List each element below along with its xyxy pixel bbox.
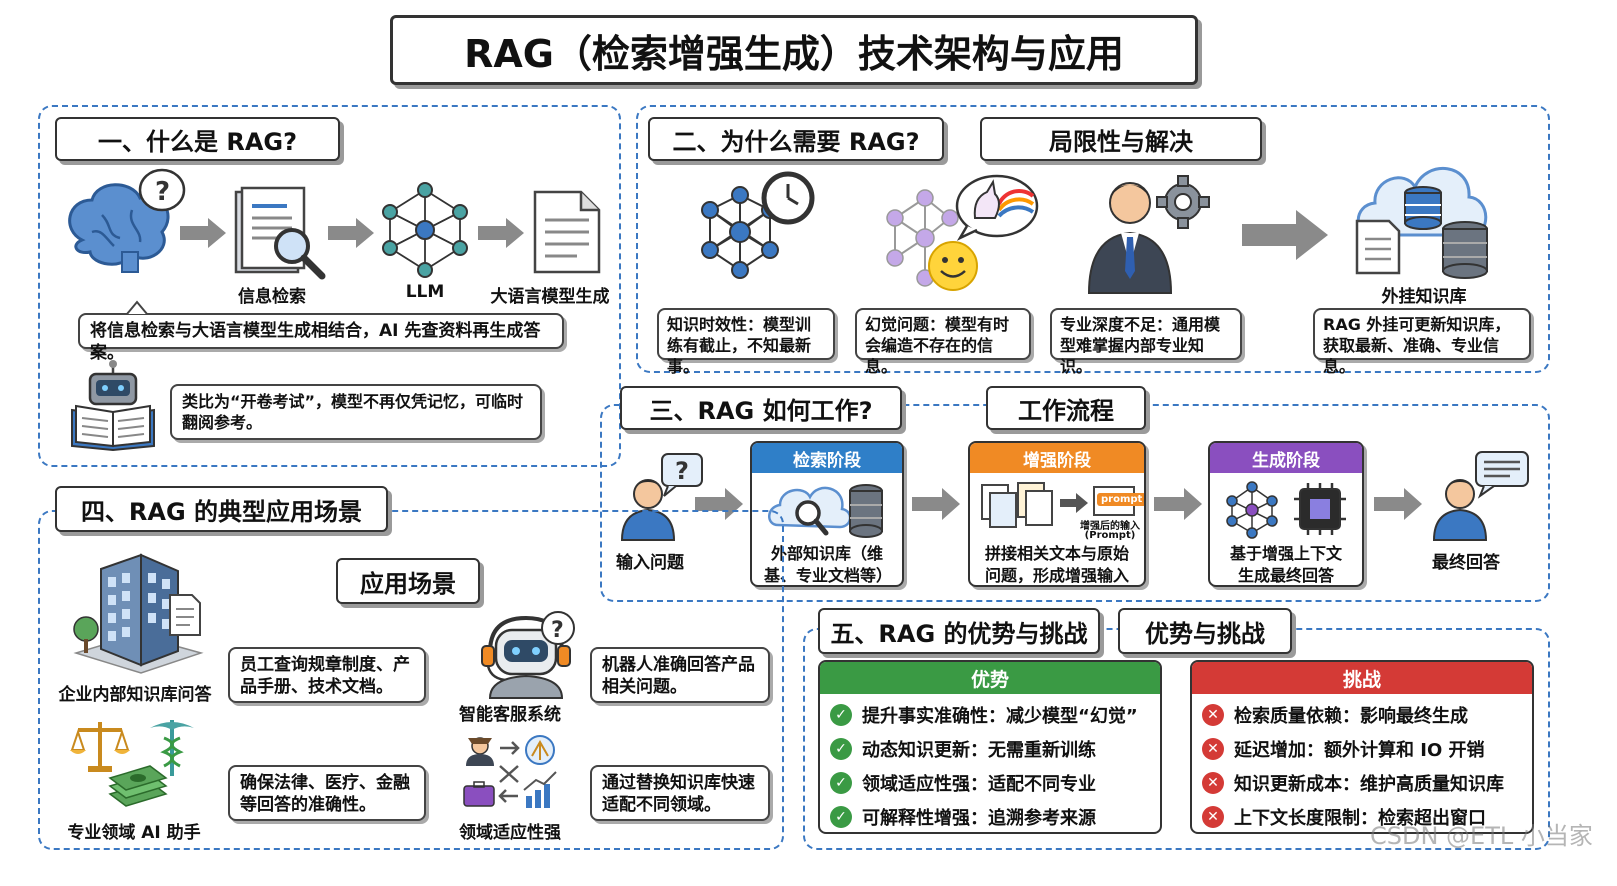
advantages-panel: 优势 ✓提升事实准确性：减少模型“幻觉” ✓动态知识更新：无需重新训练 ✓领域适…	[818, 660, 1162, 834]
scenario-desc-domain-assistant: 确保法律、医疗、金融等回答的准确性。	[228, 765, 426, 821]
user-question-icon: ?	[620, 453, 703, 541]
scenario-desc-adaptation: 通过替换知识库快速适配不同领域。	[590, 765, 770, 821]
robot-headset-icon	[481, 615, 571, 699]
scenario-label-domain-assistant: 专业领域 AI 助手	[67, 823, 201, 843]
svg-text:?: ?	[675, 457, 689, 485]
final-answer-label: 最终回答	[1432, 553, 1500, 573]
stage-generation-text: 基于增强上下文生成最终回答	[1229, 544, 1342, 585]
stage-retrieval-header: 检索阶段	[752, 443, 902, 473]
card-domain-depth: 专业深度不足：通用模型难掌握内部专业知识。	[1050, 308, 1242, 376]
challenges-header: 挑战	[1192, 662, 1532, 694]
stage-generation-header: 生成阶段	[1210, 443, 1362, 473]
arrow-icon	[328, 218, 374, 248]
step-label-retrieval: 信息检索	[238, 287, 306, 307]
office-building-icon	[73, 553, 204, 674]
section3-subheading: 工作流程	[986, 386, 1146, 430]
step-label-llm: LLM	[405, 282, 445, 302]
unicorn-smiley-icon	[886, 174, 1039, 291]
scenario-label-adaptation: 领域适应性强	[459, 823, 561, 843]
analogy-callout: 类比为“开卷考试”，模型不再仅凭记忆，可临时翻阅参考。	[170, 384, 542, 440]
stage-retrieval-text: 外部知识库（维基、专业文档等）	[764, 544, 893, 585]
arrow-icon	[1374, 488, 1422, 520]
advantage-item: ✓领域适应性强：适配不同专业	[820, 766, 1160, 800]
stage-augmentation: 增强阶段 prompt 增强后的输入 (Prompt) 拼接相关文本与原始问题，…	[968, 441, 1146, 587]
section4-frame	[38, 510, 784, 850]
document-search-icon	[234, 186, 326, 280]
check-icon: ✓	[830, 738, 852, 760]
section5-heading: 五、RAG 的优势与挑战	[818, 608, 1100, 654]
challenges-panel: 挑战 ✕检索质量依赖：影响最终生成 ✕延迟增加：额外计算和 IO 开销 ✕知识更…	[1190, 660, 1534, 834]
scenario-desc-customer-service: 机器人准确回答产品相关问题。	[590, 647, 770, 703]
check-icon: ✓	[830, 704, 852, 726]
svg-text:?: ?	[155, 177, 170, 207]
advantage-item: ✓动态知识更新：无需重新训练	[820, 732, 1160, 766]
network-chip-icon	[1226, 481, 1346, 539]
section4-heading: 四、RAG 的典型应用场景	[55, 486, 388, 532]
card-hallucination: 幻觉问题：模型有时会编造不存在的信息。	[855, 308, 1031, 376]
challenge-item: ✕上下文长度限制：检索超出窗口	[1192, 800, 1532, 832]
expert-gear-icon	[1087, 175, 1210, 294]
section4-subheading: 应用场景	[336, 558, 480, 604]
domain-switch-icon	[463, 735, 557, 808]
section5-subheading: 优势与挑战	[1118, 608, 1292, 654]
callout-pointer	[126, 300, 148, 315]
user-answer-icon	[1432, 451, 1529, 541]
section1-heading: 一、什么是 RAG?	[55, 117, 340, 161]
stage-augmentation-header: 增强阶段	[970, 443, 1144, 473]
document-icon	[533, 190, 601, 274]
arrow-icon	[180, 218, 226, 248]
law-medicine-finance-icon	[70, 720, 194, 807]
stage-generation: 生成阶段 基于增强上下文生成最终回答	[1208, 441, 1364, 587]
section2-frame	[636, 105, 1550, 373]
page-title: RAG（检索增强生成）技术架构与应用	[390, 15, 1198, 85]
cross-icon: ✕	[1202, 772, 1224, 794]
cross-icon: ✕	[1202, 704, 1224, 726]
card-rag-solution: RAG 外挂可更新知识库，获取最新、准确、专业信息。	[1313, 308, 1531, 376]
robot-book-icon	[71, 360, 155, 452]
card-timeliness: 知识时效性：模型训练有截止，不知最新事。	[657, 308, 835, 376]
network-clock-icon	[701, 171, 815, 279]
cross-icon: ✕	[1202, 806, 1224, 828]
scenario-label-enterprise: 企业内部知识库问答	[58, 685, 212, 705]
brain-question-icon: ?	[68, 168, 186, 273]
external-kb-label: 外挂知识库	[1381, 287, 1467, 307]
neural-network-icon	[382, 182, 468, 278]
section2-heading: 二、为什么需要 RAG?	[648, 117, 944, 161]
cross-icon: ✕	[1202, 738, 1224, 760]
check-icon: ✓	[830, 772, 852, 794]
arrow-icon	[478, 218, 524, 248]
advantage-item: ✓可解释性增强：追溯参考来源	[820, 800, 1160, 832]
question-bubble-icon: ?	[541, 611, 575, 645]
arrow-icon	[1154, 488, 1202, 520]
cloud-search-icon	[768, 484, 883, 538]
challenge-item: ✕延迟增加：额外计算和 IO 开销	[1192, 732, 1532, 766]
challenge-item: ✕检索质量依赖：影响最终生成	[1192, 698, 1532, 732]
stage-augmentation-text: 拼接相关文本与原始问题，形成增强输入	[984, 544, 1129, 585]
section1-frame	[38, 105, 621, 467]
section2-subheading: 局限性与解决	[980, 117, 1262, 161]
rag-definition-callout: 将信息检索与大语言模型生成相结合，AI 先查资料再生成答案。	[78, 313, 564, 363]
step-label-generation: 大语言模型生成	[490, 287, 610, 307]
section3-heading: 三、RAG 如何工作?	[620, 386, 902, 430]
prompt-caption-2: (Prompt)	[1084, 530, 1136, 541]
prompt-badge: prompt	[1097, 493, 1144, 506]
watermark: CSDN @ETL 小当家	[1370, 822, 1593, 850]
input-question-label: 输入问题	[616, 553, 684, 573]
scenario-label-customer-service: 智能客服系统	[459, 705, 561, 725]
challenge-item: ✕知识更新成本：维护高质量知识库	[1192, 766, 1532, 800]
scenario-desc-enterprise: 员工查询规章制度、产品手册、技术文档。	[228, 647, 426, 703]
advantages-header: 优势	[820, 662, 1160, 694]
advantage-item: ✓提升事实准确性：减少模型“幻觉”	[820, 698, 1160, 732]
arrow-icon	[695, 488, 743, 520]
prompt-caption: 增强后的输入	[1080, 521, 1140, 532]
arrow-icon	[912, 488, 960, 520]
big-arrow-icon	[1242, 210, 1328, 260]
page-title-text: RAG（检索增强生成）技术架构与应用	[464, 31, 1124, 76]
cloud-database-icon	[1355, 166, 1488, 279]
svg-text:?: ?	[551, 618, 564, 643]
check-icon: ✓	[830, 806, 852, 828]
